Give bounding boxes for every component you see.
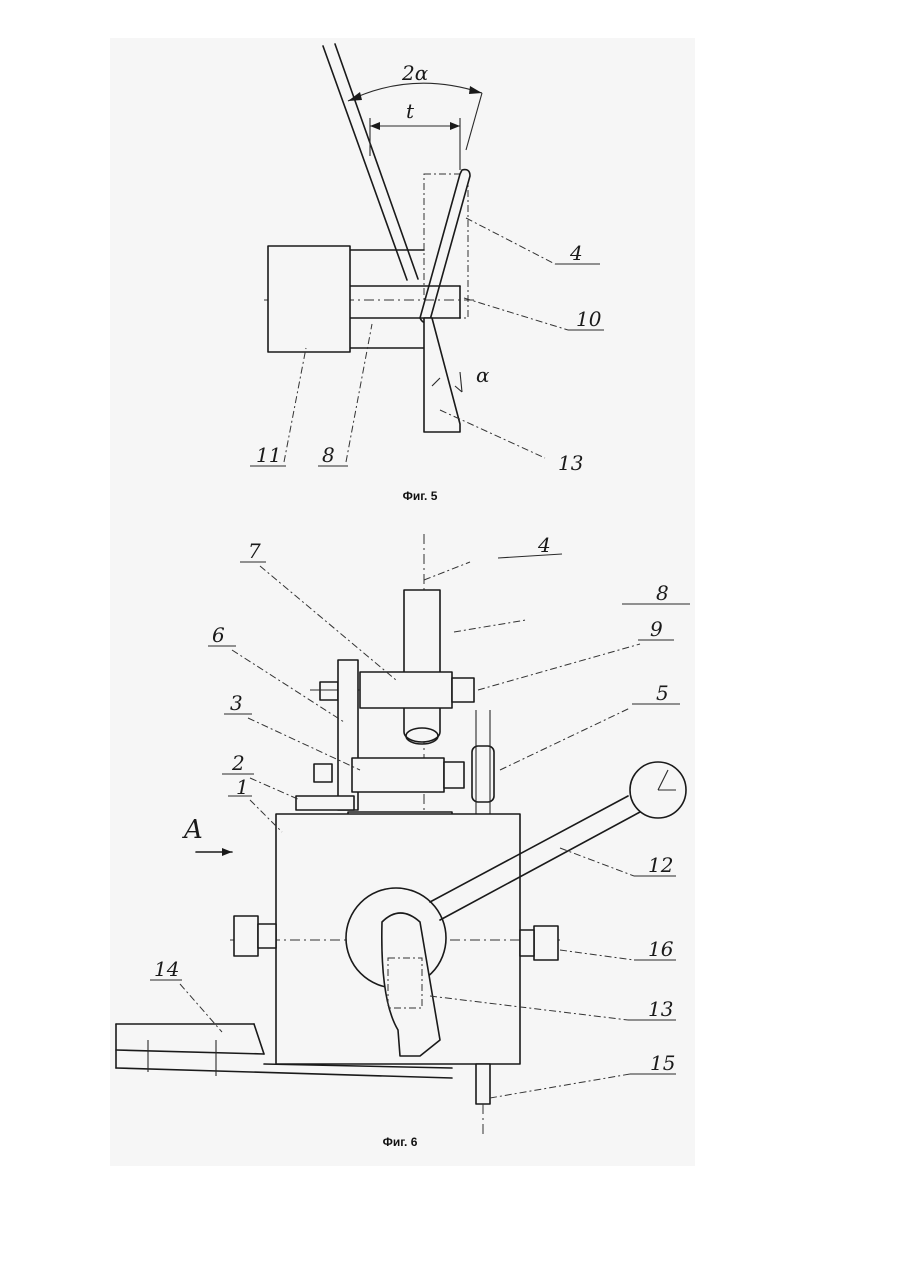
label-8-fig6: 8 — [656, 581, 669, 605]
arrow-2a-right — [469, 86, 482, 94]
screw-left — [234, 916, 258, 956]
figure-5: 2α t 4 10 α 11 8 13 Фиг. 5 — [250, 44, 604, 503]
label-8-fig5: 8 — [322, 443, 335, 467]
angle-2a-arc — [348, 83, 482, 101]
label-6: 6 — [212, 623, 225, 647]
screw-left-shank — [258, 924, 276, 948]
leader-8-fig6 — [454, 620, 526, 632]
label-9: 9 — [650, 617, 663, 641]
dimension-t — [370, 118, 460, 170]
label-1: 1 — [236, 775, 249, 799]
plate-2 — [296, 796, 354, 810]
leader-4-fig5 — [466, 218, 555, 264]
label-4-fig5: 4 — [569, 241, 583, 265]
leader-2 — [250, 778, 300, 800]
label-3: 3 — [230, 691, 243, 715]
label-11: 11 — [256, 443, 281, 467]
bolt-7 — [360, 672, 452, 708]
label-4-fig6: 4 — [537, 533, 551, 557]
label-t: t — [406, 99, 415, 123]
bolt-3-nut — [444, 762, 464, 788]
nut-9 — [452, 678, 474, 702]
bolt-3 — [352, 758, 444, 792]
leader-15 — [490, 1074, 630, 1098]
rod-4 — [404, 590, 440, 742]
caption-fig6: Фиг. 6 — [383, 1135, 418, 1149]
label-5: 5 — [656, 681, 669, 705]
leader-11 — [284, 348, 306, 462]
leader-9 — [478, 644, 640, 690]
label-7: 7 — [248, 539, 261, 563]
figure-6: 4 7 8 6 9 3 5 2 1 A 12 14 16 13 15 Фиг. … — [116, 533, 690, 1149]
label-10: 10 — [576, 307, 602, 331]
plate-13 — [424, 318, 460, 432]
clamp-5 — [472, 746, 494, 802]
label-16: 16 — [648, 937, 674, 961]
bolt-3-head — [314, 764, 332, 782]
leader-7 — [260, 566, 396, 680]
caption-fig5: Фиг. 5 — [403, 489, 438, 503]
leader-12 — [560, 848, 634, 876]
arrow-2a-left — [348, 92, 362, 101]
bolt-7-head — [320, 682, 338, 700]
housing-11 — [268, 246, 350, 352]
label-alpha: α — [476, 363, 490, 387]
label-view-A: A — [182, 815, 203, 845]
leader-5 — [500, 708, 630, 770]
label-2a: 2α — [401, 61, 429, 85]
screw-16 — [534, 926, 558, 960]
leader-13-fig5 — [440, 410, 545, 458]
leader-10 — [464, 298, 568, 330]
label-13-fig5: 13 — [558, 451, 583, 475]
label-13-fig6: 13 — [648, 997, 673, 1021]
pin-15 — [476, 1064, 490, 1104]
label-14: 14 — [154, 957, 179, 981]
label-2: 2 — [231, 751, 245, 775]
leader-16 — [560, 950, 634, 960]
label-15: 15 — [650, 1051, 675, 1075]
label-12: 12 — [648, 853, 673, 877]
leader-4-fig6 — [424, 562, 470, 580]
screw-16-shank — [520, 930, 534, 956]
